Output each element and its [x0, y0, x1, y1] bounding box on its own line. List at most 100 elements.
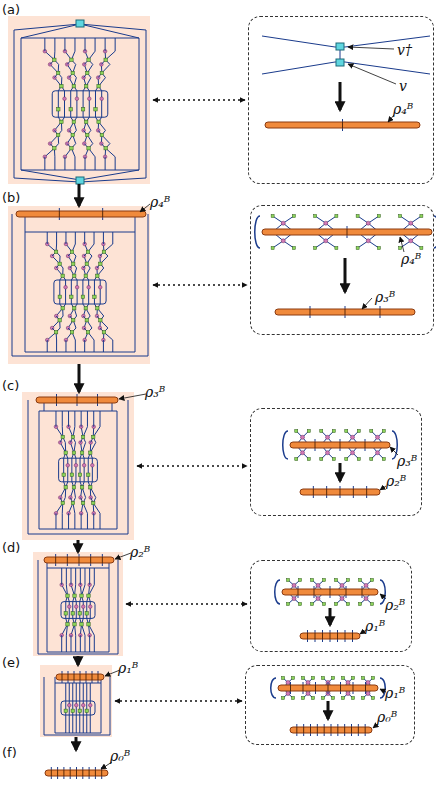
- isometry-tensor: [340, 583, 344, 587]
- tensor-label: ρ₂ᴮ: [386, 473, 406, 489]
- network-wire: [378, 453, 384, 459]
- density-leg: [324, 724, 325, 736]
- disentangler-tensor: [287, 579, 290, 582]
- disentangler-tensor: [399, 247, 402, 250]
- network-wire: [308, 694, 313, 699]
- network-wire: [326, 241, 337, 248]
- density-tick: [340, 442, 341, 448]
- disentangler-tensor: [347, 603, 350, 606]
- density-tick: [298, 589, 299, 595]
- network-wire: [363, 688, 368, 694]
- density-tick: [344, 727, 345, 733]
- density-leg: [362, 586, 363, 598]
- disentangler-tensor: [271, 247, 274, 250]
- disentangler-tensor: [271, 215, 274, 218]
- panel-label: (b): [2, 190, 20, 205]
- density-tick: [331, 727, 332, 733]
- network-wire: [315, 216, 326, 223]
- disentangler-tensor: [312, 697, 315, 700]
- isometry-tensor: [351, 451, 355, 455]
- network-wire: [371, 453, 377, 459]
- top-tensor: [336, 43, 344, 50]
- isometry-tensor: [286, 681, 290, 685]
- density-leg: [310, 306, 311, 318]
- disentangler-tensor: [292, 247, 295, 250]
- isometry-tensor: [324, 239, 328, 243]
- network-wire: [336, 585, 342, 592]
- network-wire: [411, 232, 422, 241]
- density-tick: [330, 633, 331, 639]
- disentangler-tensor: [312, 677, 315, 680]
- density-tick: [352, 633, 353, 639]
- density-leg: [352, 630, 353, 642]
- network-panel: (a): [8, 16, 150, 184]
- disentangler-tensor: [399, 215, 402, 218]
- network-wire: [366, 592, 372, 599]
- network-wire: [318, 599, 324, 604]
- correspondence-arrow: [153, 99, 245, 101]
- network-wire: [308, 683, 313, 689]
- density-matrix-bar: [282, 589, 378, 595]
- density-leg: [365, 682, 366, 694]
- disentangler-tensor: [282, 697, 285, 700]
- density-tick: [303, 685, 304, 691]
- network-wire: [283, 688, 288, 694]
- network-wire: [346, 437, 352, 445]
- network-wire: [363, 694, 368, 699]
- zoom-box: ρ₄ᴮρ₃ᴮ: [250, 205, 434, 335]
- network-wire: [328, 431, 334, 437]
- network-wire: [323, 678, 328, 683]
- disentangler-tensor: [342, 677, 345, 680]
- density-leg: [76, 767, 77, 779]
- network-wire: [303, 678, 308, 683]
- density-leg: [51, 767, 52, 779]
- disentangler-tensor: [382, 430, 385, 433]
- density-tick: [315, 633, 316, 639]
- density-leg: [95, 767, 96, 779]
- disentangler-tensor: [420, 215, 423, 218]
- leader-line: [400, 237, 404, 252]
- tensor-label: ρ₁ᴮ: [385, 685, 405, 701]
- network-wire: [346, 453, 352, 459]
- leader-line: [348, 47, 394, 49]
- network-wire: [342, 599, 348, 604]
- tensor-label: ρ₃ᴮ: [397, 453, 417, 469]
- network-wire: [378, 437, 384, 445]
- density-leg: [315, 630, 316, 642]
- network-wire: [368, 232, 379, 241]
- network-wire: [323, 688, 328, 694]
- network-wire: [353, 431, 359, 437]
- zoom-box: ρ₁ᴮρ₀ᴮ: [245, 665, 415, 745]
- network-wire: [368, 683, 373, 689]
- network-wire: [321, 453, 327, 459]
- density-tick: [345, 309, 346, 315]
- network-wire: [294, 592, 300, 599]
- isometry-tensor: [326, 451, 330, 455]
- disentangler-tensor: [299, 603, 302, 606]
- disentangler-tensor: [282, 677, 285, 680]
- isometry-tensor: [340, 597, 344, 601]
- network-wire: [348, 678, 353, 683]
- density-tick: [290, 685, 291, 691]
- density-tick: [353, 489, 354, 495]
- bracket: [380, 678, 385, 698]
- step-arrow: [327, 701, 330, 719]
- network-wire: [283, 216, 294, 223]
- density-leg: [345, 630, 346, 642]
- density-tick: [358, 727, 359, 733]
- network-wire: [411, 241, 422, 248]
- network-wire: [342, 592, 348, 599]
- network-wire: [303, 453, 309, 459]
- isometry-tensor: [306, 692, 310, 696]
- disentangler-tensor: [359, 603, 362, 606]
- tensor-label: v†: [397, 42, 412, 58]
- network-wire: [371, 431, 377, 437]
- isometry-tensor: [324, 221, 328, 225]
- correspondence-arrow: [126, 603, 247, 605]
- density-tick: [322, 633, 323, 639]
- disentangler-tensor: [352, 677, 355, 680]
- density-matrix-bar: [290, 727, 372, 733]
- tensor-label: ρ₁ᴮ: [118, 660, 138, 676]
- network-wire: [318, 580, 324, 585]
